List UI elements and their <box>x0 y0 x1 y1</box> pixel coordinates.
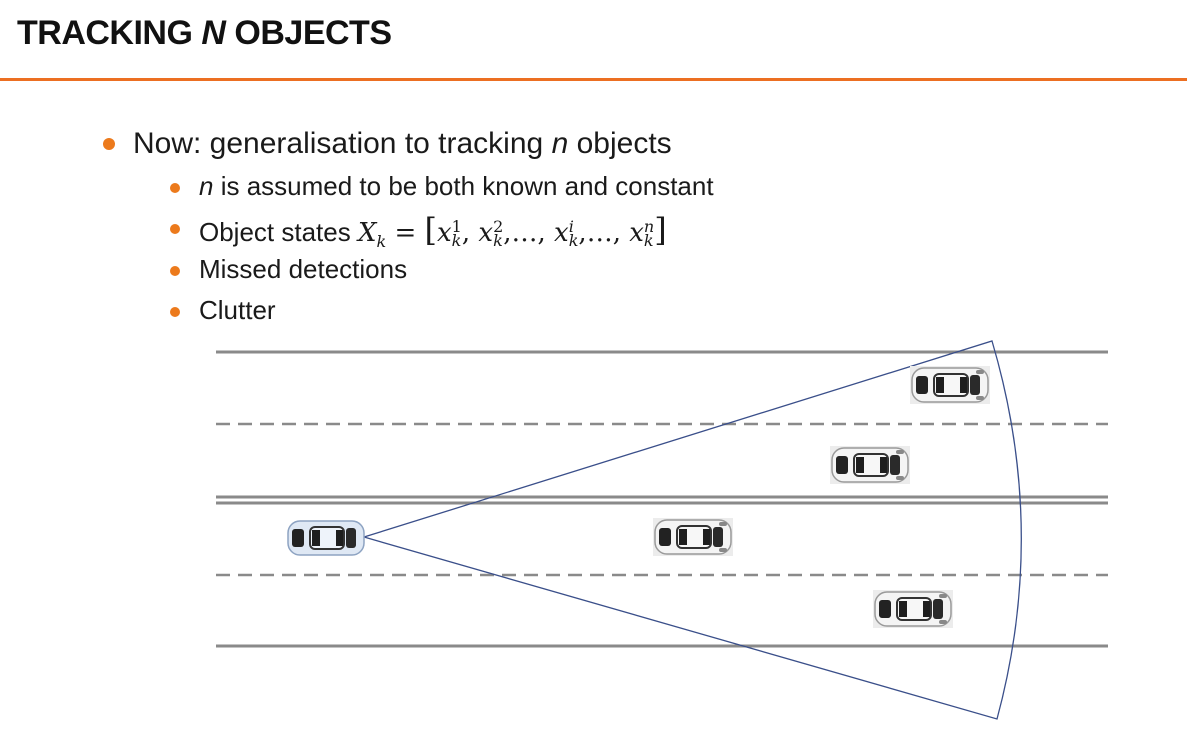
bullet-main-var: n <box>551 127 569 160</box>
formula-comma: , <box>537 218 546 248</box>
slide-title: TRACKING N OBJECTS <box>17 14 392 53</box>
sub-bullet-2-text: Object states <box>199 217 351 247</box>
sub-bullet-dot <box>170 224 180 234</box>
bullet-main: Now: generalisation to tracking n object… <box>133 127 672 161</box>
sub-bullet-3: Missed detections <box>199 254 407 285</box>
target-car-icon <box>653 518 733 556</box>
formula-comma: , <box>461 218 471 248</box>
formula-x2: x <box>478 218 494 248</box>
formula-ellipsis: … <box>586 218 613 248</box>
title-suffix: OBJECTS <box>234 14 392 52</box>
formula-x1: x <box>437 218 452 248</box>
formula-sup-2: 2 <box>493 217 504 236</box>
sub-bullet-dot <box>170 183 180 193</box>
sub-bullet-4: Clutter <box>199 295 276 326</box>
formula-eq: = <box>394 218 417 248</box>
sub-bullet-1-text: is assumed to be both known and constant <box>220 171 714 201</box>
formula-comma: , <box>503 218 512 248</box>
sub-bullet-4-text: Clutter <box>199 295 276 325</box>
title-underline <box>0 78 1187 81</box>
bullet-main-prefix: Now: generalisation to tracking <box>133 127 544 160</box>
formula-lhs: X <box>357 218 377 248</box>
sub-bullet-1-var: n <box>199 171 214 201</box>
formula-xn: x <box>629 218 644 248</box>
target-car-icon <box>830 446 910 484</box>
formula-ellipsis: … <box>511 218 538 248</box>
ego-car-icon <box>287 520 365 556</box>
bullet-main-suffix: objects <box>576 127 672 160</box>
formula-sub-n: k <box>643 231 654 250</box>
formula-sub-1: k <box>451 231 462 250</box>
formula-sup-1: 1 <box>451 217 462 236</box>
sensor-fov-cone <box>361 340 1022 720</box>
title-prefix: TRACKING <box>17 14 193 52</box>
bullet-dot <box>103 138 115 150</box>
formula-lhs-sub: k <box>376 232 387 252</box>
sub-bullet-1: n is assumed to be both known and consta… <box>199 171 714 202</box>
title-variable: N <box>201 14 226 52</box>
target-car-icon <box>910 366 990 404</box>
formula-sub-2: k <box>493 231 503 250</box>
sub-bullet-dot <box>170 307 180 317</box>
formula-lbracket: [ <box>424 211 437 249</box>
formula-comma: , <box>612 218 621 248</box>
formula-sup-i: i <box>568 217 574 236</box>
formula-xi: x <box>554 218 569 248</box>
formula-sub-i: k <box>568 231 579 250</box>
target-car-icon <box>873 590 953 628</box>
formula-rbracket: ] <box>654 211 667 249</box>
formula-sup-n: n <box>643 217 655 236</box>
sub-bullet-dot <box>170 266 180 276</box>
sub-bullet-3-text: Missed detections <box>199 254 408 284</box>
formula-comma: , <box>578 218 587 248</box>
